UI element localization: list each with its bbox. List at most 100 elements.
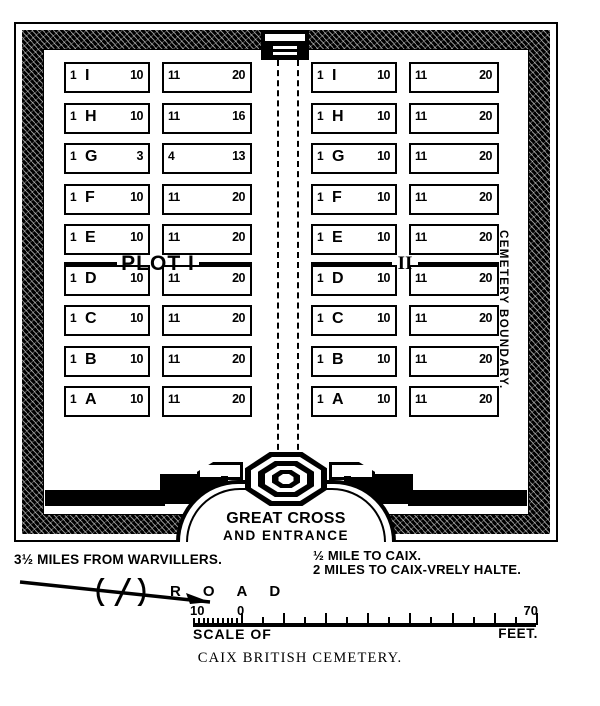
- grave-start-number: 1: [317, 311, 324, 325]
- grave-row-letter: A: [332, 391, 344, 408]
- grave-box-right: 11 20: [409, 386, 499, 417]
- cross-platform-right: [329, 462, 375, 480]
- grave-end-number: 10: [377, 351, 390, 366]
- scale-label-70: 70: [523, 603, 538, 618]
- great-cross-line-2: AND ENTRANCE: [223, 528, 349, 543]
- grave-row-letter: H: [85, 107, 97, 125]
- grave-start-number: 11: [168, 351, 180, 366]
- grave-start-number: 1: [317, 270, 324, 285]
- shelter-roof: [264, 33, 306, 42]
- grave-row-letter: H: [332, 107, 344, 125]
- grave-row-letter: D: [332, 269, 344, 287]
- road-label: ROAD: [170, 583, 303, 600]
- scale-major-tick: [283, 613, 286, 625]
- grave-start-number: 1: [317, 149, 324, 163]
- grave-start-number: 1: [70, 149, 77, 163]
- grave-start-number: 11: [168, 230, 180, 244]
- grave-row-letter: F: [85, 188, 95, 206]
- scale-bar: 10 0 70 SCALE OF FEET.: [190, 603, 538, 642]
- scale-minor-tick: [262, 617, 264, 625]
- grave-start-number: 1: [317, 108, 324, 123]
- scale-subtick: [221, 618, 224, 625]
- grave-row-letter: G: [332, 148, 345, 165]
- grave-end-number: 20: [479, 392, 492, 406]
- scale-title: SCALE OF: [193, 626, 272, 642]
- grave-start-number: 11: [168, 392, 180, 406]
- central-path-edge-right: [297, 60, 299, 460]
- platform-marker-left: [221, 476, 228, 483]
- great-cross-octagon-icon: [245, 452, 327, 506]
- grave-start-number: 1: [317, 189, 324, 204]
- grave-end-number: 10: [130, 68, 143, 82]
- entrance-zone: GREAT CROSS AND ENTRANCE: [45, 452, 527, 543]
- grave-end-number: 10: [130, 108, 143, 123]
- grave-start-number: 1: [70, 230, 77, 244]
- grave-row-letter: B: [85, 350, 97, 368]
- boundary-wall-bottom-left: [45, 490, 165, 506]
- grave-row-letter: B: [332, 350, 344, 368]
- grave-start-number: 11: [415, 392, 427, 406]
- grave-start-number: 11: [168, 270, 180, 285]
- scale-label-10: 10: [190, 603, 205, 618]
- central-path-edge-left: [277, 60, 279, 460]
- scale-subtick: [207, 618, 210, 625]
- plot-1-rule-right: [198, 262, 253, 266]
- grave-start-number: 1: [70, 189, 77, 204]
- grave-row-letter: C: [85, 310, 97, 327]
- grave-end-number: 10: [377, 270, 390, 285]
- grave-end-number: 10: [130, 351, 143, 366]
- grave-row-letter: E: [85, 229, 96, 246]
- grave-end-number: 20: [232, 270, 245, 285]
- direction-caix-vrely-halte: 2 MILES TO CAIX-VRELY HALTE.: [313, 562, 522, 577]
- grave-box-right: 11 20: [162, 345, 252, 377]
- great-cross-line-1: GREAT CROSS: [226, 510, 346, 527]
- grave-end-number: 20: [232, 351, 245, 366]
- grave-end-number: 10: [377, 189, 390, 204]
- grave-start-number: 11: [415, 149, 427, 163]
- grave-row-letter: A: [85, 391, 97, 408]
- grave-end-number: 16: [232, 108, 245, 123]
- grave-end-number: 20: [232, 68, 245, 82]
- grave-row-letter: I: [85, 67, 90, 84]
- grave-row-letter: G: [85, 148, 98, 165]
- grave-start-number: 11: [168, 68, 180, 82]
- scale-subtick: [226, 618, 229, 625]
- grave-end-number: 13: [232, 149, 245, 163]
- scale-label-0: 0: [237, 603, 245, 618]
- grave-start-number: 11: [168, 108, 180, 123]
- grave-start-number: 1: [70, 68, 77, 82]
- boundary-wall-bottom-right: [408, 490, 527, 506]
- figure-caption: CAIX BRITISH CEMETERY.: [197, 650, 403, 666]
- grave-end-number: 20: [479, 351, 492, 366]
- grave-start-number: 11: [168, 189, 180, 204]
- grave-end-number: 10: [130, 311, 143, 325]
- grave-end-number: 20: [232, 230, 245, 244]
- grave-start-number: 11: [168, 311, 180, 325]
- grave-start-number: 11: [415, 189, 427, 204]
- grave-end-number: 10: [377, 68, 390, 82]
- scale-minor-tick: [388, 617, 391, 625]
- scale-major-tick: [451, 613, 454, 625]
- plot-2-rule-left: [311, 262, 392, 266]
- shelter-step-upper: [273, 46, 297, 49]
- scale-subtick: [193, 618, 195, 625]
- scale-minor-tick: [472, 617, 475, 625]
- plot-1-label-text: PLOT I: [121, 252, 195, 275]
- grave-end-number: 20: [479, 189, 492, 204]
- grave-box-right: 11 20: [162, 224, 252, 255]
- scale-major-tick: [493, 613, 496, 625]
- direction-warvillers: 3½ MILES FROM WARVILLERS.: [14, 552, 223, 567]
- grave-end-number: 10: [130, 189, 143, 204]
